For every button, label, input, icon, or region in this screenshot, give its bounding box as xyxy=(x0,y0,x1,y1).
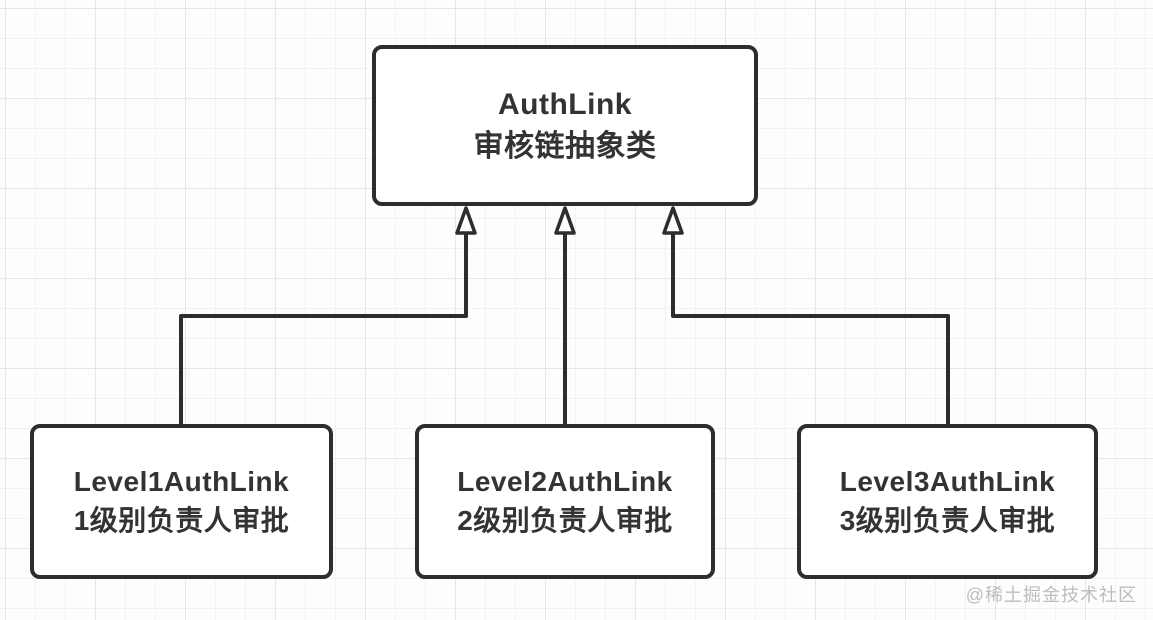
watermark: @稀土掘金技术社区 xyxy=(965,585,1137,605)
inheritance-arrow-level3 xyxy=(662,206,950,424)
class-description: 1级别负责人审批 xyxy=(73,504,290,536)
class-box-level3authlink: Level3AuthLink 3级别负责人审批 xyxy=(797,424,1098,579)
hollow-triangle-arrowhead xyxy=(662,206,684,235)
hollow-triangle-arrowhead xyxy=(455,206,477,235)
inheritance-arrow-level2 xyxy=(554,206,576,424)
class-description: 审核链抽象类 xyxy=(473,129,657,163)
class-name: Level1AuthLink xyxy=(73,465,290,497)
class-name: Level3AuthLink xyxy=(839,465,1056,497)
class-name: Level2AuthLink xyxy=(457,465,673,497)
class-description: 3级别负责人审批 xyxy=(839,504,1056,536)
edge-line xyxy=(179,233,468,424)
class-box-level2authlink: Level2AuthLink 2级别负责人审批 xyxy=(415,424,715,579)
inheritance-arrow-level1 xyxy=(179,206,477,424)
class-name: AuthLink xyxy=(498,88,632,122)
edge-line xyxy=(671,233,950,424)
class-description: 2级别负责人审批 xyxy=(457,504,673,536)
hollow-triangle-arrowhead xyxy=(554,206,576,235)
class-box-level1authlink: Level1AuthLink 1级别负责人审批 xyxy=(30,424,333,579)
class-box-authlink: AuthLink 审核链抽象类 xyxy=(372,45,758,206)
